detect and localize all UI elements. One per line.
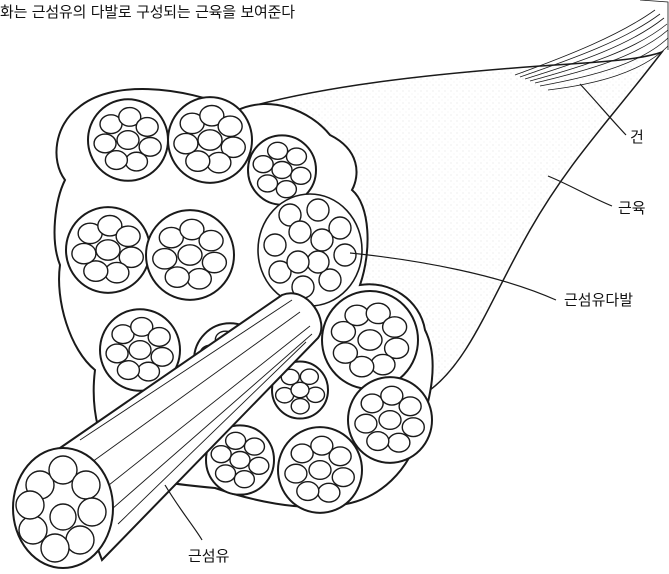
myofibril-bundle: [289, 221, 311, 243]
fiber-cell: [125, 152, 147, 171]
myofibril-bundle: [307, 251, 329, 273]
myofibril: [50, 504, 76, 530]
fiber-cell: [291, 444, 313, 463]
fiber-cell: [137, 362, 159, 381]
fiber-cell: [178, 245, 202, 265]
fiber-cell: [148, 328, 170, 347]
fiber-cell: [136, 118, 158, 137]
fiber-cell: [249, 457, 269, 474]
label-fascicle: 근섬유다발: [564, 290, 633, 310]
fiber-cell: [258, 175, 278, 192]
myofibril: [66, 526, 94, 554]
myofibril: [78, 498, 106, 526]
fiber-cell: [211, 446, 231, 463]
fiber-cell: [309, 461, 331, 480]
fiber-cell: [286, 148, 306, 165]
fiber-cell: [355, 414, 377, 433]
fiber-cell: [379, 411, 401, 430]
fiber-cell: [297, 482, 319, 501]
fascicle-highlight: [258, 194, 362, 306]
fiber-cell: [291, 399, 309, 414]
fiber-cell: [218, 116, 242, 136]
fiber-cell: [129, 341, 151, 360]
fiber-cell: [253, 156, 273, 173]
fiber-cell: [329, 447, 351, 466]
fiber-cell: [276, 181, 296, 198]
fiber-cell: [291, 382, 309, 397]
fiber-cell: [72, 243, 96, 263]
fiber-cell: [272, 162, 292, 179]
fiber-cell: [226, 432, 246, 449]
fiber-cell: [402, 418, 424, 437]
fiber-cell: [106, 344, 128, 363]
label-muscle: 근육: [618, 198, 646, 218]
fiber-cell: [117, 131, 139, 150]
fiber-cell: [199, 230, 223, 250]
diagram-title: 화는 근섬유의 다발로 구성되는 근육을 보여준다: [0, 2, 295, 22]
fiber-cell: [116, 226, 140, 246]
myofibril-bundle: [334, 244, 356, 266]
fiber-cell: [333, 343, 357, 363]
myofibril: [16, 491, 44, 519]
label-muscle-fiber: 근섬유: [188, 546, 229, 566]
fiber-cell: [399, 397, 421, 416]
myofibril-bundle: [311, 229, 333, 251]
fiber-cell: [117, 361, 139, 380]
fiber-cell: [105, 151, 127, 170]
fiber-cell: [165, 267, 189, 287]
fiber-cell: [388, 433, 410, 452]
fiber-cell: [371, 354, 395, 374]
fiber-cell: [153, 249, 177, 269]
fiber-cell: [361, 394, 383, 413]
fiber-cell: [268, 142, 288, 159]
fiber-cell: [383, 317, 407, 337]
fiber-cell: [285, 464, 307, 483]
fiber-cell: [358, 330, 382, 350]
myofibril-bundle: [287, 251, 309, 273]
myofibril: [72, 471, 100, 499]
fiber-cell: [234, 471, 254, 488]
myofibril-bundle: [264, 234, 286, 256]
fiber-cell: [187, 269, 211, 289]
label-tendon: 건: [630, 127, 644, 147]
fiber-cell: [207, 152, 231, 172]
fiber-cell: [96, 240, 120, 260]
myofibril: [19, 516, 47, 544]
fiber-cell: [94, 134, 116, 153]
fiber-cell: [198, 130, 222, 150]
fiber-cell: [332, 468, 354, 487]
fiber-cell: [244, 438, 264, 455]
myofibril-bundle: [307, 199, 329, 221]
fiber-cell: [230, 452, 250, 469]
fiber-cell: [216, 465, 236, 482]
fiber-cell: [105, 262, 129, 282]
fiber-cell: [345, 305, 369, 325]
fiber-cell: [291, 167, 311, 184]
fiber-cell: [174, 133, 198, 153]
fiber-cell: [367, 432, 389, 451]
fiber-cell: [318, 483, 340, 502]
